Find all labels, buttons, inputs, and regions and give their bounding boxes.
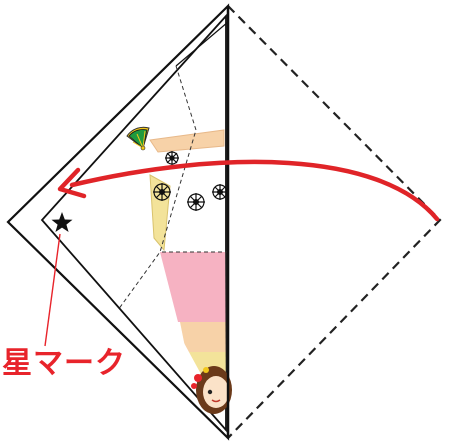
star-mark-label: 星マーク: [2, 338, 126, 382]
dashed-fold-edge: [228, 6, 440, 438]
